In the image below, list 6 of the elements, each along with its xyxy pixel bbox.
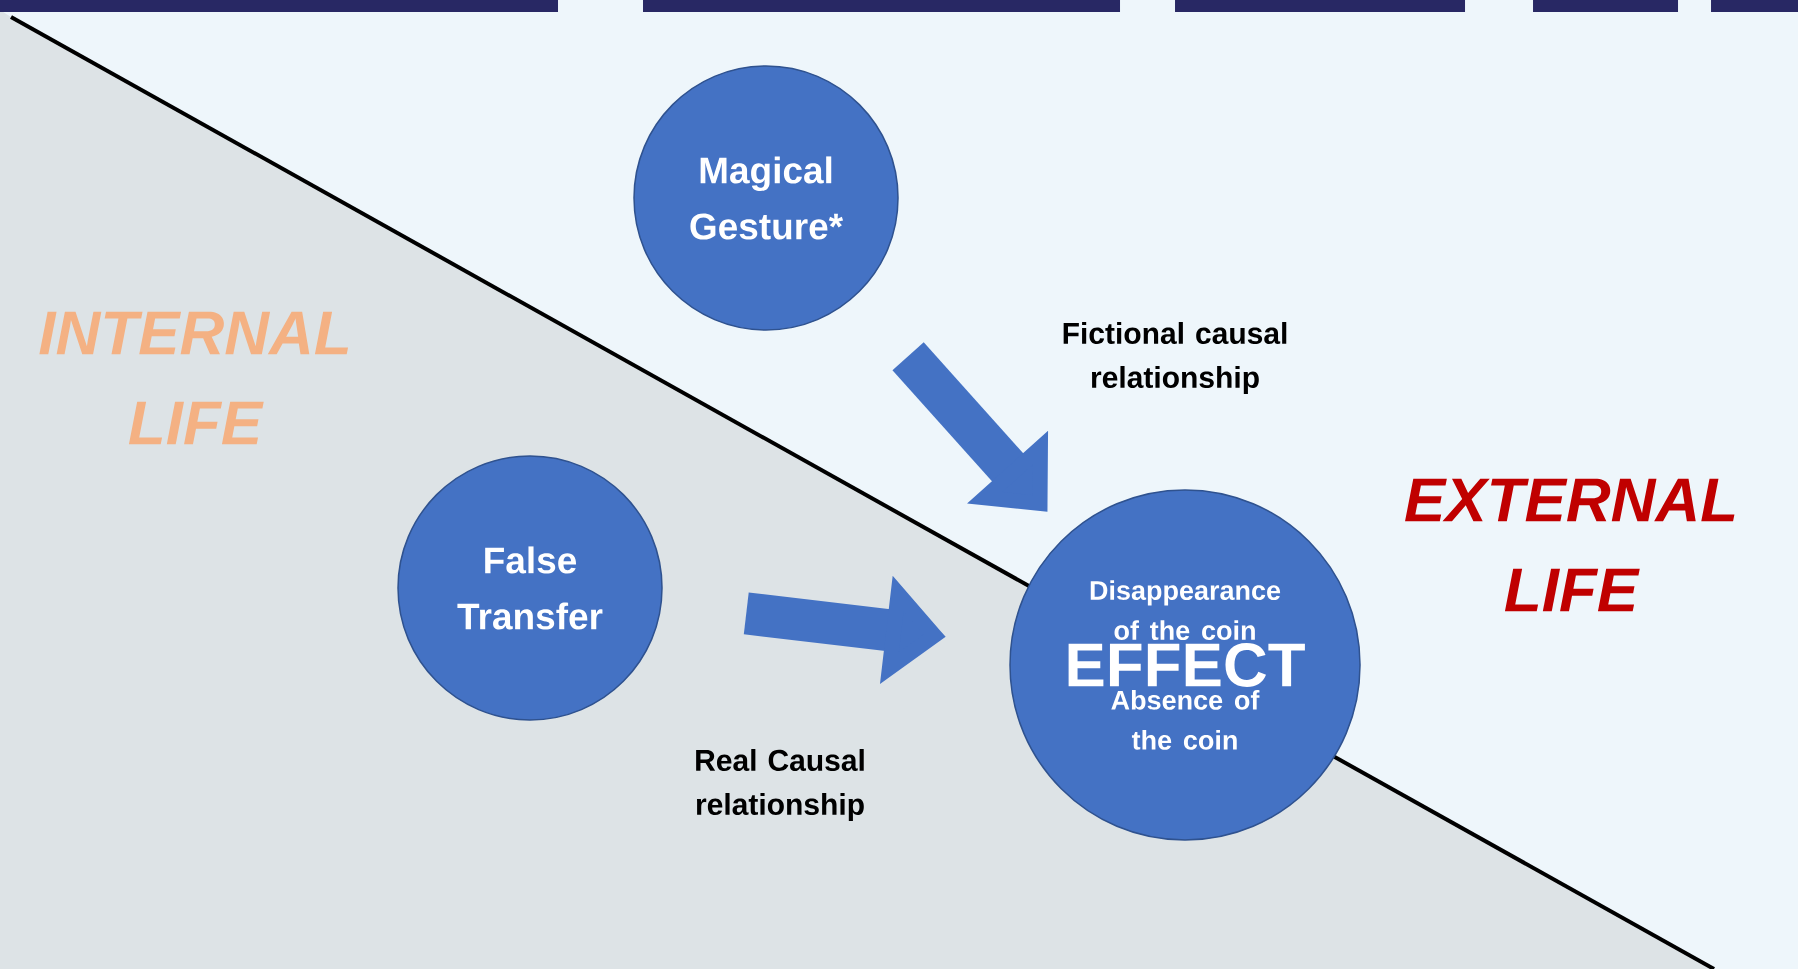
circle-node: Magical Gesture* xyxy=(633,65,899,331)
circle-node: Disappearance of the coin EFFECT Absence of the coin xyxy=(1009,489,1361,841)
circle-node: False Transfer xyxy=(397,455,663,721)
edge-label: Fictional causal relationship xyxy=(1063,322,1287,394)
edge-label: Real Causal relationship xyxy=(696,749,864,821)
region-label: INTERNAL LIFE xyxy=(39,311,349,445)
